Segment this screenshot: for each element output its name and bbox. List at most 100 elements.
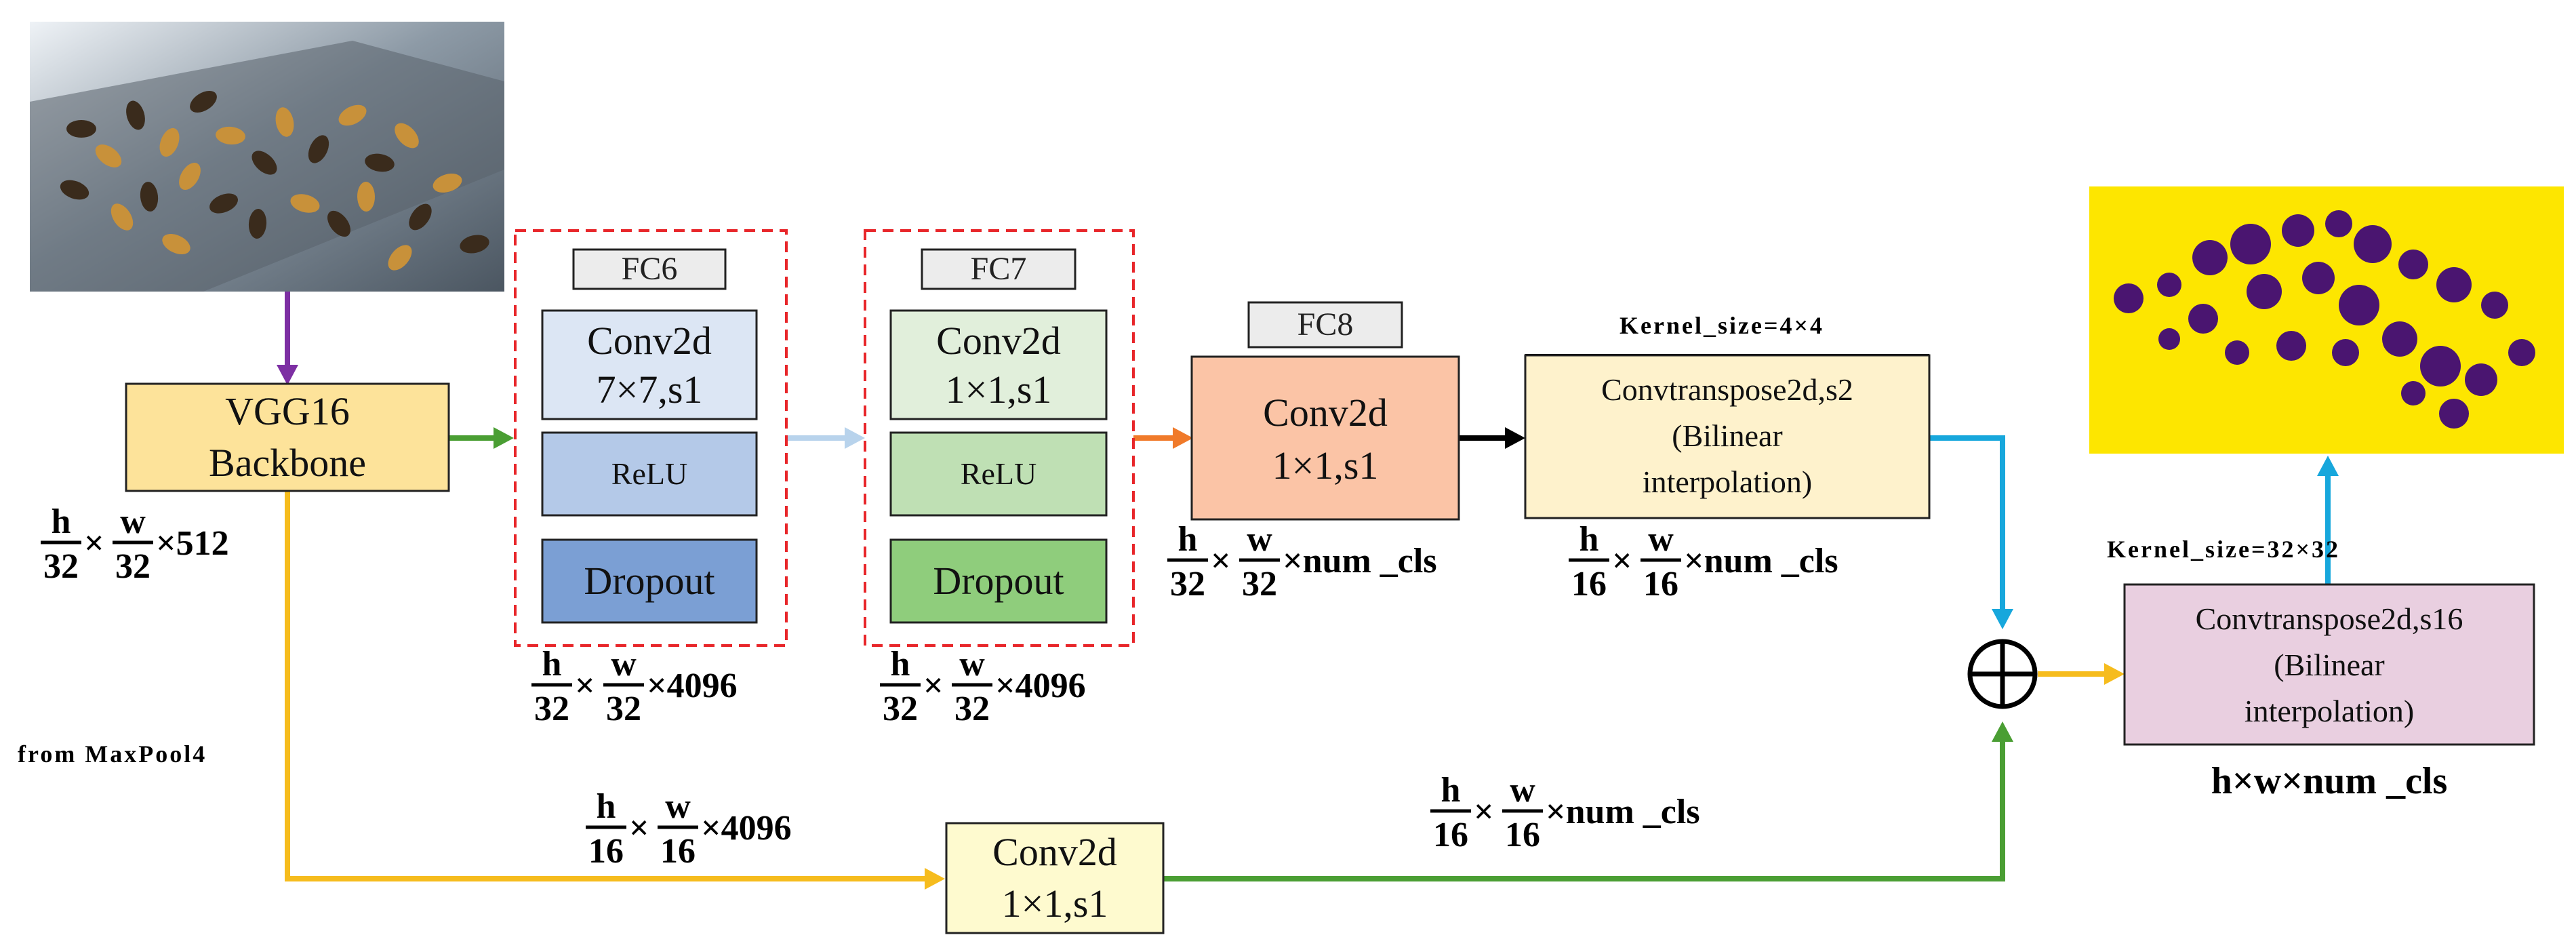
- bee-mark: [248, 209, 267, 239]
- backbone-line1: VGG16: [225, 389, 350, 433]
- bee-mark: [66, 120, 96, 138]
- backbone-line2: Backbone: [209, 441, 366, 485]
- fc6-dashed-frame: [514, 229, 788, 647]
- mask-blob: [2325, 210, 2352, 237]
- upsample16-line1: Convtranspose2d,s16: [2196, 601, 2463, 636]
- dim-fc8-numerator-h: h: [1178, 520, 1198, 559]
- dim-fc6-rest: ×4096: [647, 667, 738, 705]
- dim-fc6-denominator-1: 32: [534, 690, 569, 728]
- dim-skip_in-numerator-w: w: [665, 787, 691, 826]
- mask-blob: [2398, 250, 2428, 279]
- fc8-conv-line2: 1×1,s1: [1272, 443, 1379, 488]
- bee-mark: [209, 193, 238, 214]
- bee-mark: [251, 151, 277, 175]
- fc8-group: FC8 Conv2d 1×1,s1: [1190, 301, 1460, 521]
- dim-upsample2-times: ×: [1612, 542, 1632, 580]
- dim-fc7-denominator-1: 32: [883, 690, 918, 728]
- dim-backbone-numerator-w: w: [120, 502, 146, 541]
- dim-skip_in-denominator-1: 16: [588, 832, 624, 871]
- dim-fc7-denominator-2: 32: [954, 690, 990, 728]
- dim-skip_out-times: ×: [1474, 793, 1494, 831]
- fc8-conv-line1: Conv2d: [1263, 391, 1388, 435]
- bee-mark: [432, 174, 462, 193]
- dim-skip_in-rest: ×4096: [701, 809, 792, 848]
- fc7-conv-line2: 1×1,s1: [946, 368, 1052, 412]
- fc6-group: FC6 Conv2d 7×7,s1 ReLU Dropout: [514, 229, 788, 647]
- dim-skip_in-times: ×: [629, 809, 649, 848]
- arrow-skip-to-add: [1163, 740, 2005, 881]
- mask-blob: [2508, 339, 2535, 366]
- dim-upsample2-numerator-w: w: [1648, 520, 1674, 559]
- upsample16-line2: (Bilinear: [2274, 648, 2385, 682]
- dim-fc7-numerator-w: w: [959, 645, 985, 683]
- bee-mark: [190, 90, 217, 113]
- bee-photo-icon: [60, 90, 489, 271]
- dim-fc6-numerator-h: h: [542, 645, 562, 683]
- bee-mark: [460, 235, 489, 254]
- dim-skip_out-rest: ×num _cls: [1546, 793, 1700, 831]
- bee-mark: [110, 203, 134, 231]
- dim-skip_out-numerator-h: h: [1441, 771, 1461, 810]
- dim-fc8-denominator-2: 32: [1242, 565, 1277, 603]
- dim-fc8-numerator-w: w: [1247, 520, 1272, 559]
- skip-conv-line2: 1×1,s1: [1002, 881, 1108, 926]
- mask-blob: [2158, 328, 2180, 350]
- fc7-dashed-frame: [864, 229, 1135, 647]
- mask-blob: [2481, 292, 2508, 319]
- bee-mark: [308, 135, 329, 163]
- fc7-dropout: Dropout: [933, 559, 1064, 603]
- skip-conv-line1: Conv2d: [992, 830, 1117, 874]
- dim-fc8-rest: ×num _cls: [1283, 542, 1437, 580]
- bee-mark: [275, 107, 294, 137]
- fc6-dropout: Dropout: [584, 559, 715, 603]
- upsample16-kernel-note: Kernel_size=32×32: [2107, 536, 2340, 563]
- final-output-dims: h×w×num _cls: [2211, 760, 2448, 802]
- dim-skip_out-denominator-2: 16: [1505, 816, 1540, 854]
- mask-blob: [2188, 304, 2218, 334]
- dim-skip_out-denominator-1: 16: [1433, 816, 1468, 854]
- fc6-relu: ReLU: [611, 456, 687, 491]
- bee-mark: [395, 123, 419, 148]
- mask-blob: [2192, 240, 2228, 275]
- output-segmentation-image: [2089, 186, 2564, 454]
- backbone-block: VGG16 Backbone: [125, 382, 450, 492]
- bee-mark: [216, 126, 245, 145]
- dimension-labels: h32×w32×512h32×w32×4096h32×w32×4096h32×w…: [41, 502, 1838, 871]
- dim-upsample2-denominator-2: 16: [1643, 565, 1678, 603]
- dim-backbone-numerator-h: h: [52, 502, 71, 541]
- arrows: [277, 292, 2339, 890]
- fc6-conv-line1: Conv2d: [587, 319, 712, 363]
- mask-blob: [2225, 340, 2249, 365]
- fc8-tag: FC8: [1297, 306, 1354, 342]
- bee-mark: [365, 153, 395, 172]
- fc6-conv-line2: 7×7,s1: [597, 368, 703, 412]
- bee-mark: [159, 127, 180, 157]
- mask-blob: [2436, 267, 2472, 302]
- bee-mark: [409, 203, 432, 231]
- bee-mark: [388, 245, 412, 271]
- mask-blob: [2354, 225, 2392, 263]
- upsample2-kernel-note: Kernel_size=4×4: [1619, 312, 1824, 339]
- upsample2-line1: Convtranspose2d,s2: [1601, 372, 1853, 407]
- dim-backbone-denominator-2: 32: [115, 547, 150, 586]
- dim-skip_out-numerator-w: w: [1510, 771, 1535, 810]
- mask-blob: [2439, 399, 2469, 429]
- mask-blob: [2420, 346, 2461, 386]
- mask-blob: [2247, 274, 2282, 309]
- dim-backbone-rest: ×512: [156, 524, 229, 563]
- upsample16-group: Kernel_size=32×32 Convtranspose2d,s16 (B…: [2107, 536, 2535, 746]
- dim-fc7-rest: ×4096: [995, 667, 1086, 705]
- mask-blob: [2282, 214, 2314, 247]
- mask-blob: [2382, 321, 2417, 357]
- dim-fc6-denominator-2: 32: [606, 690, 641, 728]
- mask-blob: [2401, 381, 2426, 405]
- dim-fc8-times: ×: [1211, 542, 1231, 580]
- bee-mark: [95, 144, 122, 167]
- bee-mark: [179, 162, 201, 191]
- mask-blob: [2230, 224, 2271, 264]
- bee-mark: [290, 194, 320, 213]
- fc7-tag: FC7: [971, 251, 1027, 287]
- mask-blob: [2114, 283, 2144, 313]
- upsample2-line3: interpolation): [1643, 464, 1812, 499]
